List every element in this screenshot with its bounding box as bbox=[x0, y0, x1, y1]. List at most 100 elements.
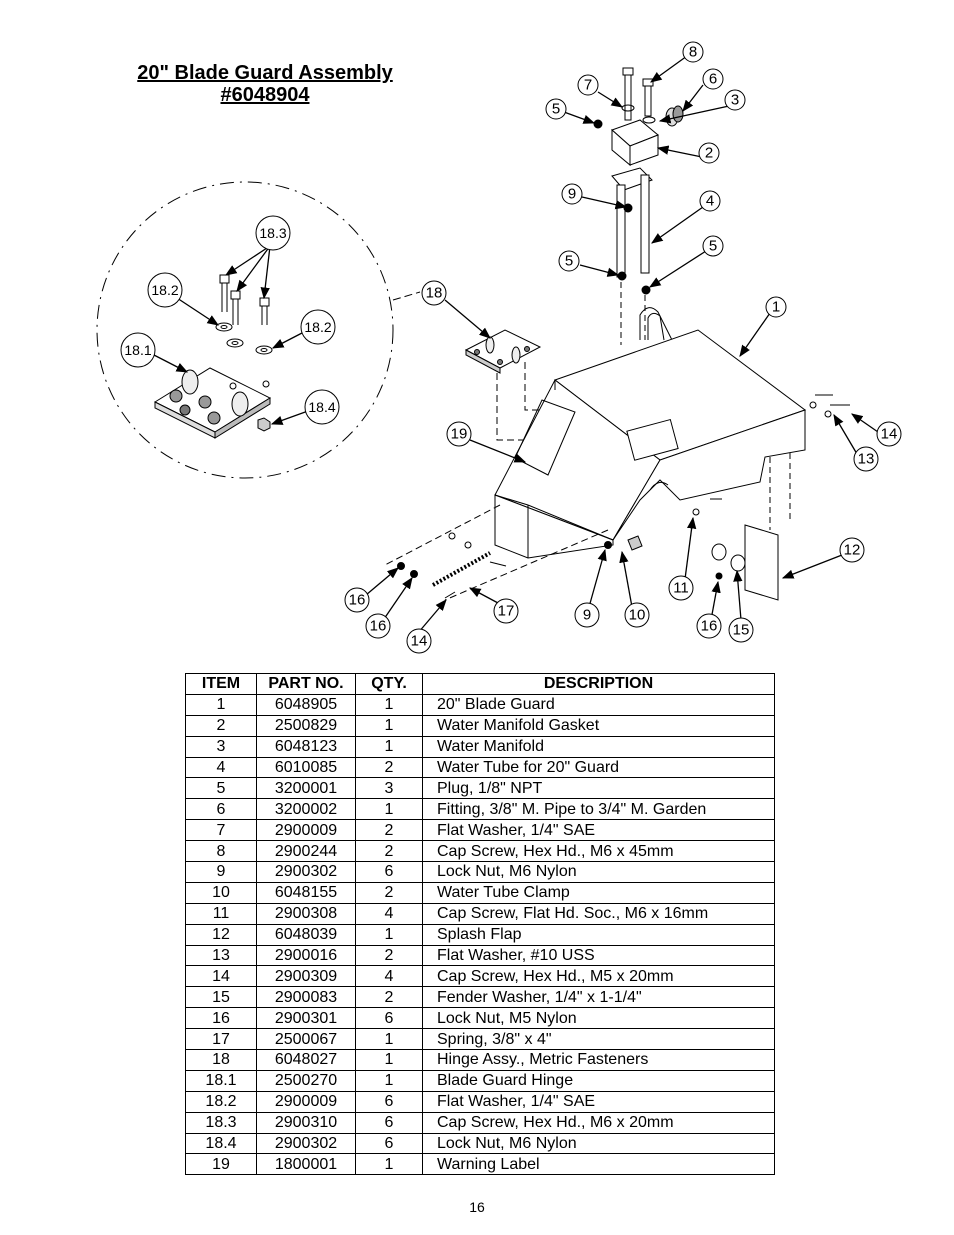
cell-qty: 6 bbox=[355, 1132, 423, 1155]
cell-description: Water Tube Clamp bbox=[422, 881, 775, 904]
cell-description: 20" Blade Guard bbox=[422, 693, 775, 716]
cell-qty: 1 bbox=[355, 714, 423, 737]
cell-part-no: 2900302 bbox=[256, 861, 356, 883]
title-line-2: #6048904 bbox=[220, 84, 310, 106]
cell-item: 18.1 bbox=[185, 1069, 257, 1092]
cell-description: Flat Washer, 1/4" SAE bbox=[422, 819, 775, 842]
callout-9-bottom: 9 bbox=[583, 607, 591, 624]
cell-description: Lock Nut, M5 Nylon bbox=[422, 1007, 775, 1030]
cell-item: 10 bbox=[185, 881, 257, 904]
callout-16-right: 16 bbox=[701, 618, 718, 635]
callout-5-right: 5 bbox=[709, 238, 717, 255]
cell-part-no: 2900310 bbox=[256, 1111, 356, 1134]
cell-part-no: 2500067 bbox=[256, 1028, 356, 1051]
callout-14-left: 14 bbox=[411, 633, 428, 650]
cell-description: Fender Washer, 1/4" x 1-1/4" bbox=[422, 986, 775, 1009]
callout-5-left: 5 bbox=[565, 253, 573, 270]
header-qty: QTY. bbox=[355, 673, 423, 695]
cell-qty: 2 bbox=[355, 881, 423, 904]
cell-part-no: 2900308 bbox=[256, 902, 356, 925]
cell-item: 2 bbox=[185, 714, 257, 737]
cell-part-no: 2900301 bbox=[256, 1007, 356, 1030]
cell-description: Flat Washer, 1/4" SAE bbox=[422, 1090, 775, 1113]
cell-item: 19 bbox=[185, 1153, 257, 1176]
cell-item: 1 bbox=[185, 693, 257, 716]
cell-qty: 2 bbox=[355, 819, 423, 842]
callout-9-top: 9 bbox=[568, 186, 576, 203]
cell-part-no: 2900083 bbox=[256, 986, 356, 1009]
cell-item: 5 bbox=[185, 777, 257, 800]
hinge-detail-view bbox=[96, 181, 421, 479]
cell-part-no: 6048039 bbox=[256, 923, 356, 946]
cell-qty: 6 bbox=[355, 861, 423, 883]
cell-part-no: 2500829 bbox=[256, 714, 356, 737]
cell-item: 8 bbox=[185, 840, 257, 863]
cell-item: 14 bbox=[185, 965, 257, 988]
cell-item: 18 bbox=[185, 1049, 257, 1071]
callout-11: 11 bbox=[673, 580, 689, 597]
cell-qty: 2 bbox=[355, 756, 423, 779]
cell-part-no: 6048123 bbox=[256, 735, 356, 758]
cell-part-no: 6048155 bbox=[256, 881, 356, 904]
cell-item: 9 bbox=[185, 861, 257, 883]
cell-part-no: 2900244 bbox=[256, 840, 356, 863]
cell-description: Splash Flap bbox=[422, 923, 775, 946]
callout-1: 1 bbox=[772, 299, 780, 316]
cell-description: Spring, 3/8" x 4" bbox=[422, 1028, 775, 1051]
callout-bubbles bbox=[120, 41, 902, 654]
water-manifold-group bbox=[593, 67, 684, 345]
callout-7: 7 bbox=[584, 77, 592, 94]
cell-description: Cap Screw, Hex Hd., M6 x 45mm bbox=[422, 840, 775, 863]
cell-part-no: 6048027 bbox=[256, 1049, 356, 1071]
cell-qty: 1 bbox=[355, 1153, 423, 1176]
cell-qty: 1 bbox=[355, 923, 423, 946]
cell-item: 18.2 bbox=[185, 1090, 257, 1113]
callout-18-2-left: 18.2 bbox=[151, 282, 178, 298]
callout-8: 8 bbox=[689, 44, 697, 61]
cell-part-no: 1800001 bbox=[256, 1153, 356, 1176]
cell-item: 6 bbox=[185, 798, 257, 821]
cell-part-no: 2900009 bbox=[256, 1090, 356, 1113]
cell-qty: 6 bbox=[355, 1111, 423, 1134]
cell-description: Water Manifold Gasket bbox=[422, 714, 775, 737]
callout-18: 18 bbox=[426, 285, 443, 302]
table-header-row: ITEM PART NO. QTY. DESCRIPTION bbox=[185, 673, 775, 695]
cell-part-no: 2500270 bbox=[256, 1069, 356, 1092]
cell-qty: 2 bbox=[355, 986, 423, 1009]
cell-item: 16 bbox=[185, 1007, 257, 1030]
cell-qty: 6 bbox=[355, 1090, 423, 1113]
exploded-parts-diagram: 8 7 6 3 5 2 9 4 5 5 1 18 19 14 13 12 11 … bbox=[96, 41, 902, 654]
cell-part-no: 6010085 bbox=[256, 756, 356, 779]
cell-qty: 2 bbox=[355, 840, 423, 863]
callout-4: 4 bbox=[706, 193, 714, 210]
cell-qty: 1 bbox=[355, 1049, 423, 1071]
cell-part-no: 2900309 bbox=[256, 965, 356, 988]
cell-item: 12 bbox=[185, 923, 257, 946]
cell-description: Warning Label bbox=[422, 1153, 775, 1176]
cell-description: Plug, 1/8" NPT bbox=[422, 777, 775, 800]
cell-description: Lock Nut, M6 Nylon bbox=[422, 1132, 775, 1155]
cell-part-no: 6048905 bbox=[256, 693, 356, 716]
cell-part-no: 2900302 bbox=[256, 1132, 356, 1155]
callout-2: 2 bbox=[705, 145, 713, 162]
callout-16-lower: 16 bbox=[370, 618, 387, 635]
cell-qty: 4 bbox=[355, 965, 423, 988]
cell-item: 3 bbox=[185, 735, 257, 758]
cell-qty: 1 bbox=[355, 798, 423, 821]
cell-item: 18.3 bbox=[185, 1111, 257, 1134]
cell-item: 18.4 bbox=[185, 1132, 257, 1155]
